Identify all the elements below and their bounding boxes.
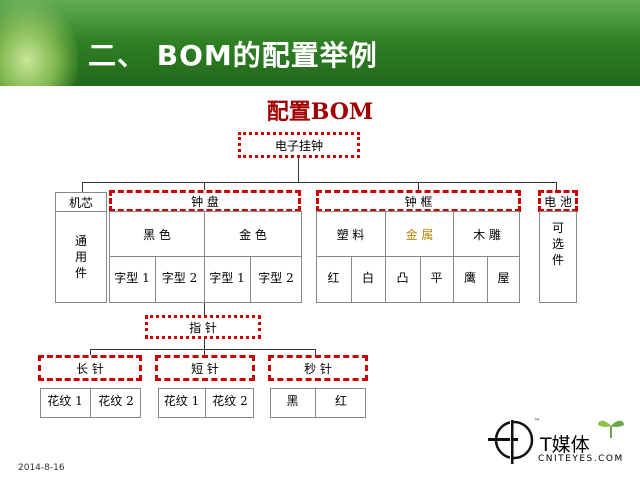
frame-node: 钟 框 bbox=[316, 190, 521, 212]
vertical-char: 件 bbox=[74, 266, 87, 280]
table-divider bbox=[90, 388, 91, 418]
connector bbox=[204, 339, 205, 349]
slide-title: 二、 BOM的配置举例 bbox=[88, 39, 378, 72]
frame-table bbox=[316, 211, 520, 303]
table-divider bbox=[453, 211, 454, 303]
hand-item: 花纹 2 bbox=[98, 393, 134, 408]
frame-item: 平 bbox=[430, 270, 443, 285]
table-divider bbox=[351, 256, 352, 303]
vertical-char: 件 bbox=[551, 253, 564, 267]
table-divider bbox=[487, 256, 488, 303]
frame-item: 红 bbox=[327, 270, 340, 285]
connector bbox=[556, 182, 557, 192]
connector bbox=[298, 158, 299, 182]
dial-table bbox=[109, 211, 302, 303]
hand-item: 黑 bbox=[286, 393, 299, 408]
dial-item: 字型 1 bbox=[114, 270, 150, 285]
dial-item: 字型 1 bbox=[209, 270, 245, 285]
hands-node: 指 针 bbox=[145, 315, 261, 339]
header-shine bbox=[0, 0, 640, 40]
diagram-title: 配置BOM bbox=[266, 99, 374, 125]
table-divider bbox=[250, 256, 251, 303]
connector bbox=[90, 349, 316, 350]
movement-node: 机芯 bbox=[55, 192, 107, 212]
frame-item: 屋 bbox=[497, 270, 510, 285]
slide-header: 二、 BOM的配置举例 bbox=[0, 0, 640, 86]
connector bbox=[204, 303, 205, 315]
hand-item: 花纹 1 bbox=[47, 393, 83, 408]
short-hand-node: 短 针 bbox=[155, 355, 255, 381]
table-divider bbox=[420, 256, 421, 303]
battery-detail-text: 可选件 bbox=[552, 220, 564, 268]
table-divider bbox=[205, 388, 206, 418]
hand-item: 花纹 1 bbox=[163, 393, 200, 408]
vertical-char: 用 bbox=[74, 250, 87, 264]
frame-item: 鹰 bbox=[463, 270, 476, 285]
table-divider bbox=[155, 256, 156, 303]
logo-text: T媒体 bbox=[540, 434, 590, 456]
dial-item: 字型 2 bbox=[258, 270, 294, 285]
dial-item: 字型 2 bbox=[161, 270, 198, 285]
table-divider bbox=[315, 388, 316, 418]
frame-group-wood: 木 雕 bbox=[473, 227, 501, 242]
logo-icon bbox=[488, 418, 534, 464]
trademark-mark: ™ bbox=[534, 418, 540, 425]
connector bbox=[204, 349, 205, 355]
long-hand-node: 长 针 bbox=[38, 355, 142, 381]
frame-item: 白 bbox=[361, 270, 374, 285]
movement-label: 机芯 bbox=[68, 195, 93, 210]
connector bbox=[315, 349, 316, 355]
hand-item: 红 bbox=[334, 393, 347, 408]
movement-detail: 通用件 bbox=[55, 211, 107, 303]
second-hand-table bbox=[270, 388, 366, 418]
vertical-char: 通 bbox=[74, 234, 87, 248]
connector bbox=[90, 349, 91, 355]
plant-image bbox=[0, 0, 78, 86]
logo-subtext: CNITEYES.COM bbox=[538, 454, 624, 464]
root-node: 电子挂钟 bbox=[238, 132, 360, 158]
frame-group-metal: 金 属 bbox=[405, 227, 434, 242]
connector bbox=[204, 182, 205, 192]
connector bbox=[418, 182, 419, 192]
slide-date: 2014-8-16 bbox=[18, 463, 65, 473]
vertical-char: 可 bbox=[551, 221, 564, 235]
connector bbox=[82, 182, 557, 183]
table-divider bbox=[109, 256, 302, 257]
dial-group-gold: 金 色 bbox=[239, 227, 267, 242]
vertical-char: 选 bbox=[551, 237, 564, 251]
dial-group-black: 黑 色 bbox=[143, 227, 171, 242]
sprout-icon bbox=[598, 420, 624, 438]
table-divider bbox=[316, 256, 520, 257]
table-divider bbox=[204, 211, 205, 303]
short-hand-table bbox=[158, 388, 254, 418]
table-divider bbox=[385, 211, 386, 303]
hand-item: 花纹 2 bbox=[212, 393, 248, 408]
second-hand-node: 秒 针 bbox=[268, 355, 368, 381]
frame-item: 凸 bbox=[396, 270, 409, 285]
battery-node: 电 池 bbox=[538, 190, 578, 212]
frame-group-plastic: 塑 料 bbox=[336, 227, 365, 242]
battery-detail: 可选件 bbox=[539, 211, 577, 303]
dial-node: 钟 盘 bbox=[109, 190, 301, 212]
movement-detail-text: 通用件 bbox=[75, 233, 87, 281]
connector bbox=[82, 182, 83, 192]
